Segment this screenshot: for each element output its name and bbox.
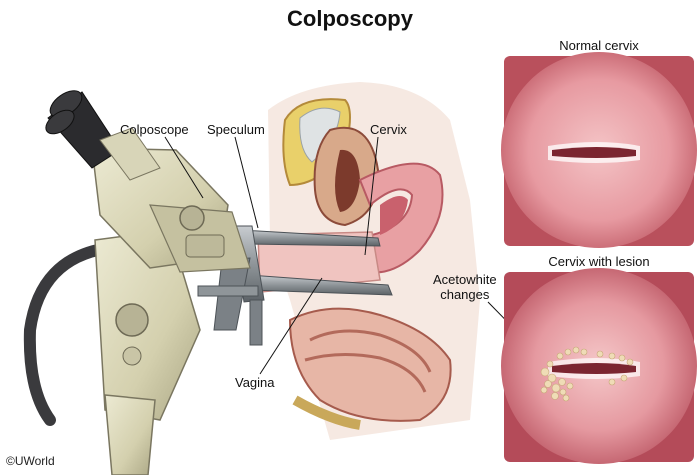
speculum-instrument (197, 225, 393, 346)
lesion-os-shape (552, 363, 636, 374)
bowel-shape (288, 307, 452, 422)
normal-cervix-image (501, 52, 697, 248)
lesion-cervix-image (501, 268, 697, 464)
vagina-label: Vagina (235, 375, 275, 390)
colposcope-label: Colposcope (120, 122, 189, 137)
normal-cervix-title: Normal cervix (559, 38, 639, 53)
diagram-title: Colposcopy (287, 6, 413, 31)
acetowhite-lesion (540, 346, 634, 402)
colposcope-device (23, 90, 251, 475)
leader-lines (164, 136, 541, 375)
lesion-cervix-title: Cervix with lesion (548, 254, 650, 269)
cervix-label: Cervix (370, 122, 407, 137)
acetowhite-label-line1: Acetowhite (433, 272, 497, 287)
copyright-text: ©UWorld (6, 454, 55, 468)
pelvic-cross-section (257, 82, 480, 440)
acetowhite-label-line2: changes (440, 287, 490, 302)
acetowhite-label: Acetowhite changes (433, 272, 497, 302)
speculum-label: Speculum (207, 122, 265, 137)
normal-os-shape (552, 147, 636, 158)
